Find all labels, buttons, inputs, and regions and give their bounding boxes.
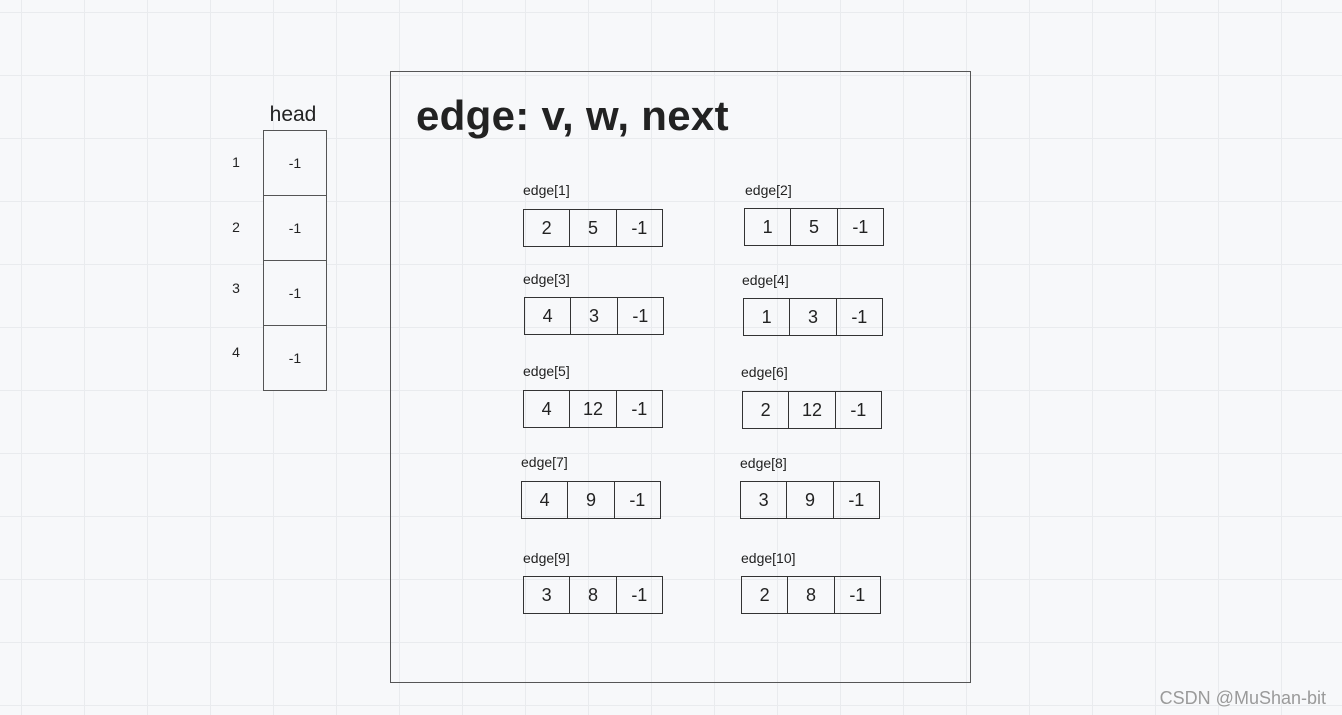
edge-panel-title: edge: v, w, next: [416, 92, 729, 139]
edge-record-5: 4 12 -1: [523, 390, 663, 428]
edge-cell-w: 9: [568, 482, 615, 518]
edge-cell-v: 4: [522, 482, 569, 518]
edge-label-7: edge[7]: [521, 454, 568, 470]
edge-cell-next: -1: [849, 584, 866, 605]
edge-record-6: 2 12 -1: [742, 391, 882, 429]
edge-label-5: edge[5]: [523, 363, 570, 379]
head-array: -1 -1 -1 -1: [263, 130, 327, 391]
edge-cell-next: -1: [852, 216, 869, 237]
edge-label-3: edge[3]: [523, 271, 570, 287]
head-index-3: 3: [232, 280, 240, 296]
edge-cell-v: 3: [741, 482, 788, 518]
edge-cell-w: 5: [791, 209, 838, 245]
edge-label-9: edge[9]: [523, 550, 570, 566]
edge-cell-next: -1: [629, 489, 646, 510]
edge-label-10: edge[10]: [741, 550, 796, 566]
head-index-4: 4: [232, 344, 240, 360]
edge-record-10: 2 8 -1: [741, 576, 881, 614]
edge-cell-w: 3: [790, 299, 837, 335]
edge-record-2: 1 5 -1: [744, 208, 884, 246]
edge-panel-frame: [390, 71, 971, 683]
edge-cell-v: 1: [745, 209, 792, 245]
head-index-1: 1: [232, 154, 240, 170]
edge-record-1: 2 5 -1: [523, 209, 663, 247]
edge-cell-next: -1: [631, 217, 648, 238]
edge-cell-next: -1: [631, 398, 648, 419]
edge-cell-next: -1: [632, 305, 649, 326]
head-index-2: 2: [232, 219, 240, 235]
edge-record-3: 4 3 -1: [524, 297, 664, 335]
edge-record-4: 1 3 -1: [743, 298, 883, 336]
edge-label-1: edge[1]: [523, 182, 570, 198]
edge-record-7: 4 9 -1: [521, 481, 661, 519]
edge-label-4: edge[4]: [742, 272, 789, 288]
head-array-title: head: [269, 103, 317, 126]
edge-cell-v: 2: [742, 577, 789, 613]
edge-record-9: 3 8 -1: [523, 576, 663, 614]
edge-cell-w: 12: [570, 391, 617, 427]
edge-label-8: edge[8]: [740, 455, 787, 471]
edge-cell-w: 9: [787, 482, 834, 518]
head-cell-1: -1: [264, 131, 326, 196]
edge-cell-next: -1: [848, 489, 865, 510]
edge-cell-v: 2: [743, 392, 790, 428]
edge-cell-v: 4: [524, 391, 571, 427]
edge-cell-w: 5: [570, 210, 617, 246]
head-cell-4: -1: [288, 350, 302, 366]
edge-cell-v: 3: [524, 577, 571, 613]
edge-record-8: 3 9 -1: [740, 481, 880, 519]
edge-label-2: edge[2]: [745, 182, 792, 198]
edge-cell-v: 1: [744, 299, 791, 335]
edge-cell-w: 3: [571, 298, 618, 334]
edge-cell-next: -1: [851, 306, 868, 327]
edge-cell-v: 2: [524, 210, 571, 246]
watermark: CSDN @MuShan-bit: [1159, 688, 1326, 708]
edge-cell-v: 4: [525, 298, 572, 334]
edge-label-6: edge[6]: [741, 364, 788, 380]
edge-cell-w: 8: [570, 577, 617, 613]
edge-cell-next: -1: [850, 399, 867, 420]
head-cell-3: -1: [264, 261, 326, 326]
edge-cell-w: 12: [789, 392, 836, 428]
edge-cell-next: -1: [631, 584, 648, 605]
edge-cell-w: 8: [788, 577, 835, 613]
head-cell-2: -1: [264, 196, 326, 261]
